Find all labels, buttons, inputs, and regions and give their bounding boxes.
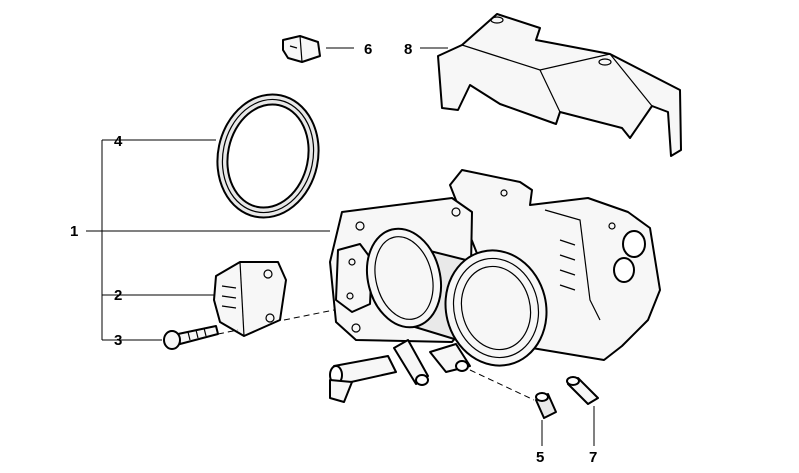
callout-5: 5 (536, 449, 544, 466)
part-8-cover (437, 13, 682, 157)
part-4-ring (216, 93, 320, 219)
part-3-bolt (163, 325, 219, 350)
leader-lines (86, 47, 595, 446)
callout-labels: 6 8 4 1 2 3 5 7 (70, 41, 597, 466)
callout-2: 2 (114, 287, 122, 304)
part-7-sleeve (566, 376, 599, 405)
assembly-lines (217, 309, 535, 401)
callout-7: 7 (589, 449, 597, 466)
part-1-throttle-housing (329, 169, 661, 403)
part-6-clip (282, 35, 321, 63)
callout-6: 6 (364, 41, 372, 58)
callout-1: 1 (70, 223, 78, 240)
callout-4: 4 (114, 133, 123, 150)
callout-3: 3 (114, 332, 122, 349)
part-2-sensor (213, 261, 287, 337)
part-5-bushing (535, 392, 557, 419)
callout-8: 8 (404, 41, 412, 58)
